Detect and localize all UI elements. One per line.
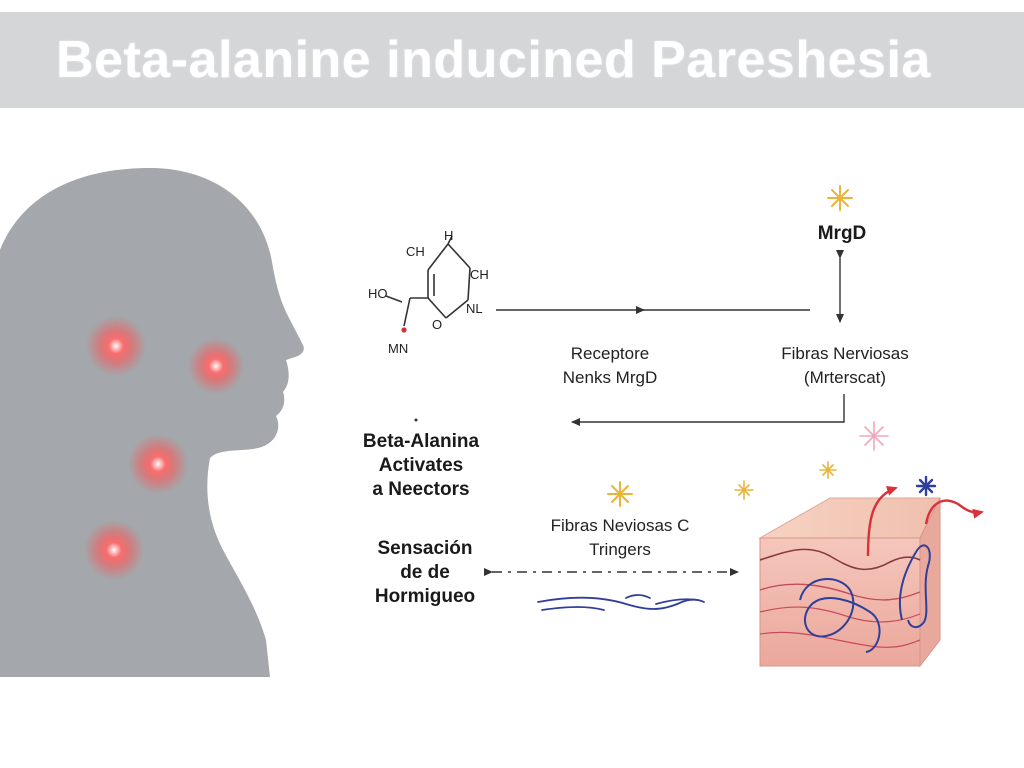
- page-title: Beta-alanine inducined Pareshesia: [56, 31, 931, 89]
- molecule-structure-icon: [385, 235, 471, 327]
- title-bar: Beta-alanine inducined Pareshesia: [0, 12, 1024, 108]
- hotspot-icon: [86, 316, 146, 376]
- hotspot-icon: [128, 434, 188, 494]
- tingling-hotspots: [84, 316, 244, 580]
- atom-label: H: [444, 228, 454, 243]
- mrgd-label: MrgD: [817, 223, 867, 244]
- beta-alanina-label: Beta-Alanina Activates a Neectors: [362, 431, 480, 500]
- atom-label: CH: [406, 244, 425, 259]
- fibras-nerviosas-label: Fibras Nerviosas (Mrterscat): [781, 344, 909, 387]
- sparkle-icon: [819, 461, 837, 479]
- receptor-label: Receptore Nenks MrgD: [562, 344, 658, 387]
- arrow-fibras-return: [571, 394, 845, 426]
- atom-label: CH: [470, 267, 489, 282]
- sparkle-icon: [915, 475, 937, 497]
- molecule-atom-marker: [401, 327, 407, 333]
- hotspot-icon: [84, 520, 144, 580]
- sparkle-icons: [607, 185, 937, 507]
- skin-cross-section-icon: [758, 486, 984, 668]
- sparkle-icon: [734, 480, 754, 500]
- sparkle-icon: [827, 185, 853, 211]
- hotspot-icon: [188, 338, 244, 394]
- sparkle-icon: [607, 481, 633, 507]
- head-silhouette-icon: [0, 168, 304, 677]
- atom-label: NL: [466, 301, 483, 316]
- sparkle-icon: [859, 421, 889, 451]
- dot-marker: [414, 418, 418, 422]
- sensacion-label: Sensación de de Hormigueo: [374, 538, 476, 607]
- atom-label: HO: [368, 286, 388, 301]
- fibras-c-label: Fibras Neviosas C Tringers: [550, 516, 690, 559]
- atom-label: MN: [388, 341, 409, 356]
- atom-label: O: [432, 317, 443, 332]
- nerve-fiber-icon: [537, 594, 705, 611]
